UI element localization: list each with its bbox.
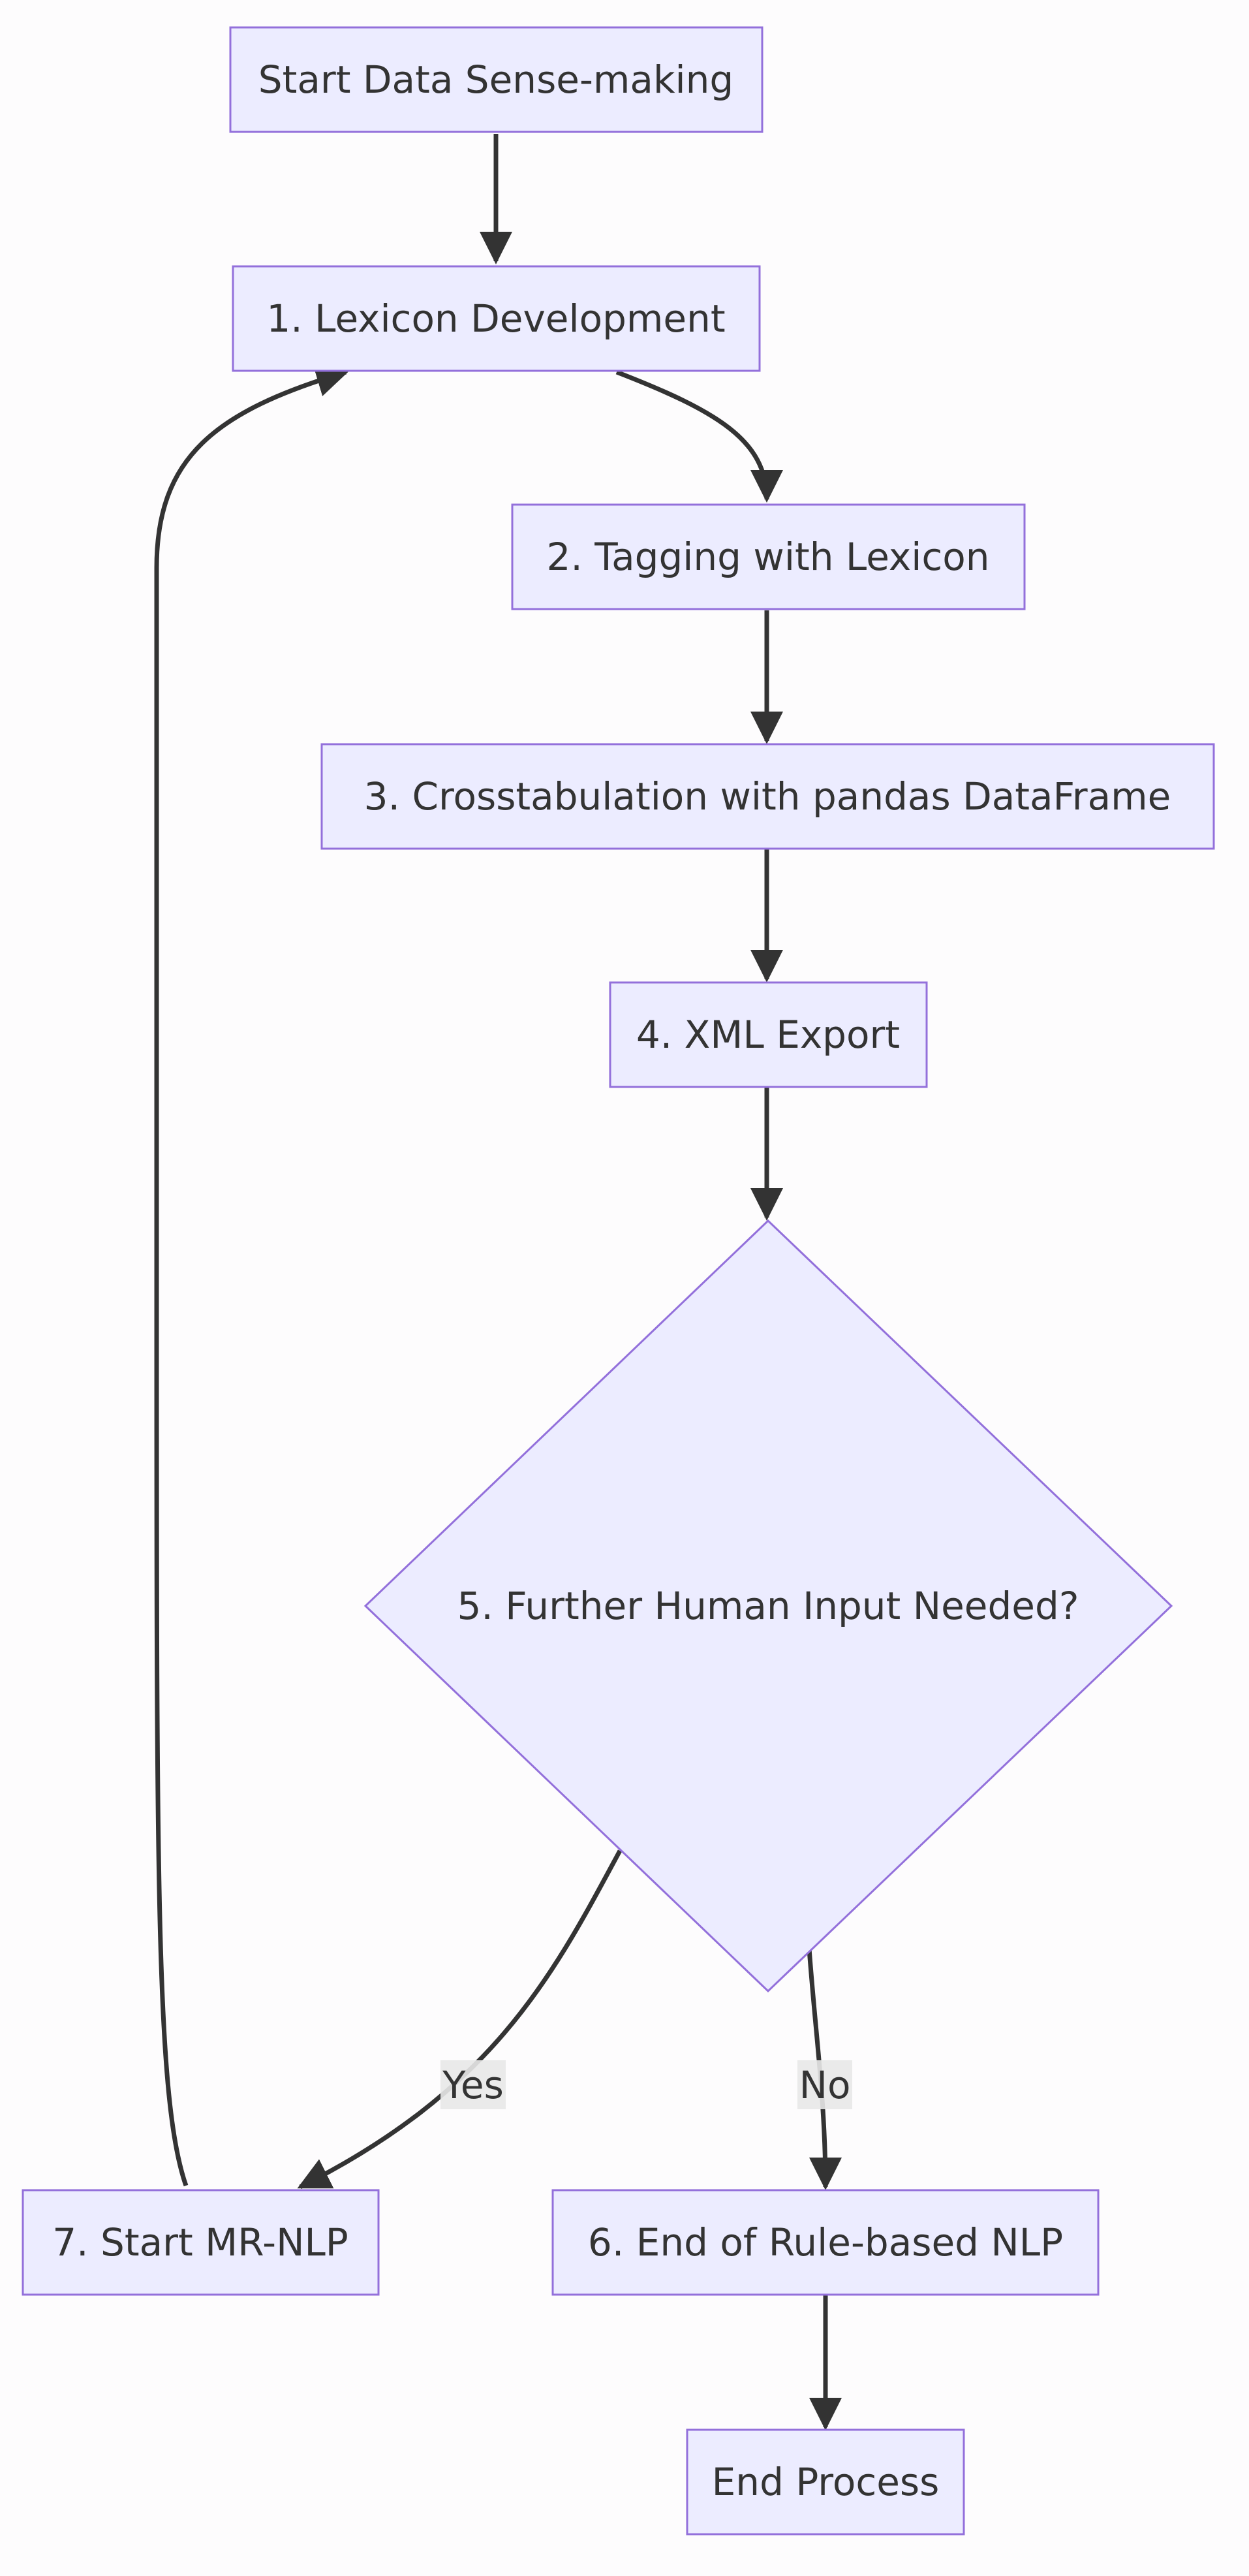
- node-decision-label: 5. Further Human Input Needed?: [457, 1584, 1079, 1628]
- edge-lexicon-to-tagging: [615, 369, 783, 503]
- node-start-mr-nlp: 7. Start MR-NLP: [22, 2189, 380, 2296]
- node-decision: 5. Further Human Input Needed?: [363, 1219, 1173, 1993]
- edge-label-no-text: No: [799, 2063, 851, 2107]
- edge-label-yes: Yes: [440, 2060, 506, 2109]
- node-end-process-label: End Process: [712, 2460, 940, 2504]
- node-xml-export: 4. XML Export: [609, 981, 928, 1088]
- node-crosstabulation: 3. Crosstabulation with pandas DataFrame: [320, 743, 1215, 850]
- node-start: Start Data Sense-making: [229, 26, 763, 133]
- edge-label-yes-text: Yes: [442, 2063, 504, 2107]
- node-tagging-with-lexicon-label: 2. Tagging with Lexicon: [547, 535, 990, 579]
- node-tagging-with-lexicon: 2. Tagging with Lexicon: [511, 503, 1026, 610]
- node-lexicon-development-label: 1. Lexicon Development: [266, 296, 725, 341]
- node-start-mr-nlp-label: 7. Start MR-NLP: [52, 2220, 348, 2265]
- edges: [154, 134, 842, 2430]
- node-lexicon-development: 1. Lexicon Development: [232, 265, 761, 372]
- node-xml-export-label: 4. XML Export: [636, 1013, 900, 1057]
- edge-mrnlp-to-lexicon: [154, 364, 349, 2187]
- node-end-rule-based-nlp: 6. End of Rule-based NLP: [551, 2189, 1100, 2296]
- edge-label-no: No: [797, 2060, 852, 2109]
- node-end-process: End Process: [686, 2428, 965, 2536]
- node-crosstabulation-label: 3. Crosstabulation with pandas DataFrame: [364, 774, 1171, 819]
- node-start-label: Start Data Sense-making: [258, 57, 733, 102]
- node-end-rule-based-nlp-label: 6. End of Rule-based NLP: [588, 2220, 1063, 2265]
- edge-decision-to-mrnlp: [297, 1849, 623, 2190]
